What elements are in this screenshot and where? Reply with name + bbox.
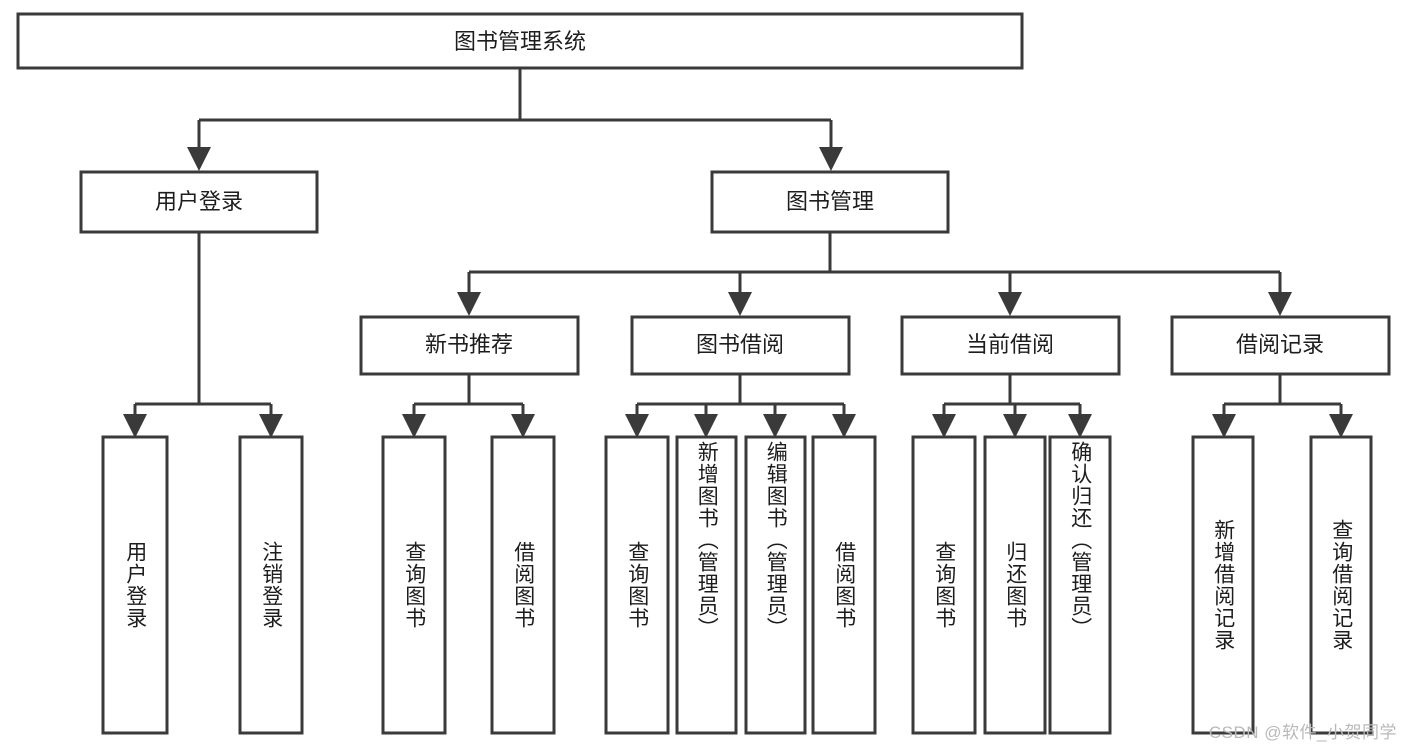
leaf-box-br-add-record[interactable] [1191,435,1255,735]
leaf-box-bb-query-book[interactable] [604,435,670,735]
leaf-box-nb-borrow-book[interactable] [490,435,556,735]
node-borrow-record-label: 借阅记录 [1236,332,1324,357]
node-root-box[interactable] [16,12,1024,70]
node-book-manage-label: 图书管理 [786,189,874,214]
leaf-box-bb-borrow-book[interactable] [811,435,877,735]
node-root-label: 图书管理系统 [454,29,586,54]
node-borrow-record-box[interactable] [1170,315,1391,376]
node-book-manage-box[interactable] [710,170,950,234]
leaf-box-cb-query-book[interactable] [911,435,977,735]
node-user-login-label: 用户登录 [155,189,243,214]
leaf-box-nb-query-book[interactable] [381,435,447,735]
leaf-box-cb-return-book[interactable] [983,435,1047,735]
leaf-box-bb-edit-book[interactable] [744,435,807,735]
leaf-box-bb-add-book[interactable] [675,435,738,735]
leaf-box-logout[interactable] [238,435,304,735]
leaf-box-user-login[interactable] [101,435,169,735]
node-current-borrow-box[interactable] [900,315,1121,376]
node-new-book-box[interactable] [359,315,580,376]
watermark: CSDN @软件_小贺同学 [1208,723,1397,742]
leaf-box-br-query-record[interactable] [1309,435,1373,735]
node-new-book-label: 新书推荐 [425,332,513,357]
node-current-borrow-label: 当前借阅 [966,332,1054,357]
leaf-box-cb-confirm-return[interactable] [1048,435,1112,735]
node-book-borrow-box[interactable] [630,315,851,376]
node-book-borrow-label: 图书借阅 [696,332,784,357]
